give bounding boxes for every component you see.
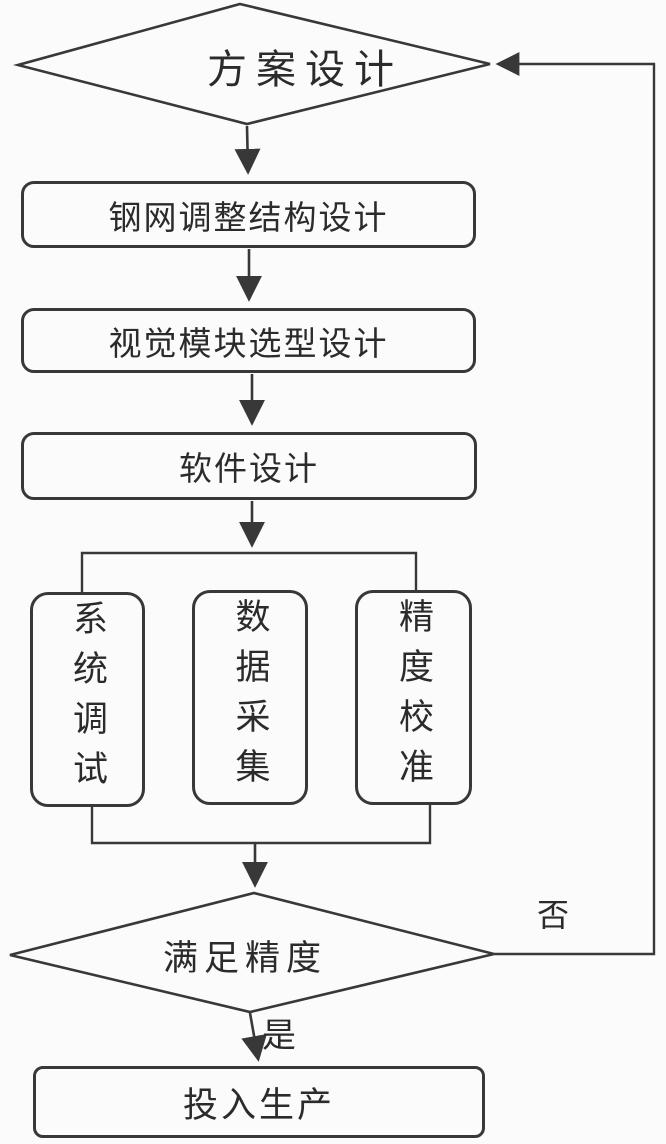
edge-scheme-to-steelmesh — [234, 125, 261, 175]
precision-calibration-label: 精度校准 — [394, 597, 433, 798]
edge-split-rail — [80, 551, 418, 592]
production-box: 投入生产 — [33, 1066, 485, 1138]
software-design-label: 软件设计 — [179, 450, 319, 487]
scheme-design-diamond — [12, 2, 491, 126]
software-design-box: 软件设计 — [21, 432, 477, 500]
edge-merge-rail — [90, 805, 432, 845]
edge-no-feedback-loop — [494, 52, 656, 956]
system-debug-label: 系统调试 — [68, 599, 107, 800]
data-collection-label: 数据采集 — [230, 597, 270, 798]
precision-calibration-box: 精度校准 — [355, 590, 472, 805]
system-debug-box: 系统调试 — [30, 592, 145, 807]
vision-module-design-label: 视觉模块选型设计 — [108, 324, 389, 362]
data-collection-box: 数据采集 — [192, 590, 308, 805]
vision-module-design-box: 视觉模块选型设计 — [21, 308, 476, 373]
branch-label-no: 否 — [537, 897, 570, 933]
steel-mesh-design-box: 钢网调整结构设计 — [21, 181, 476, 248]
production-label: 投入生产 — [182, 1085, 335, 1125]
edge-yes-to-production — [241, 1012, 267, 1062]
branch-label-yes: 是 — [262, 1017, 296, 1055]
steel-mesh-design-label: 钢网调整结构设计 — [108, 198, 389, 236]
scheme-design-label: 方案设计 — [207, 48, 403, 92]
meets-precision-diamond — [9, 891, 495, 1014]
meets-precision-label: 满足精度 — [162, 938, 327, 978]
